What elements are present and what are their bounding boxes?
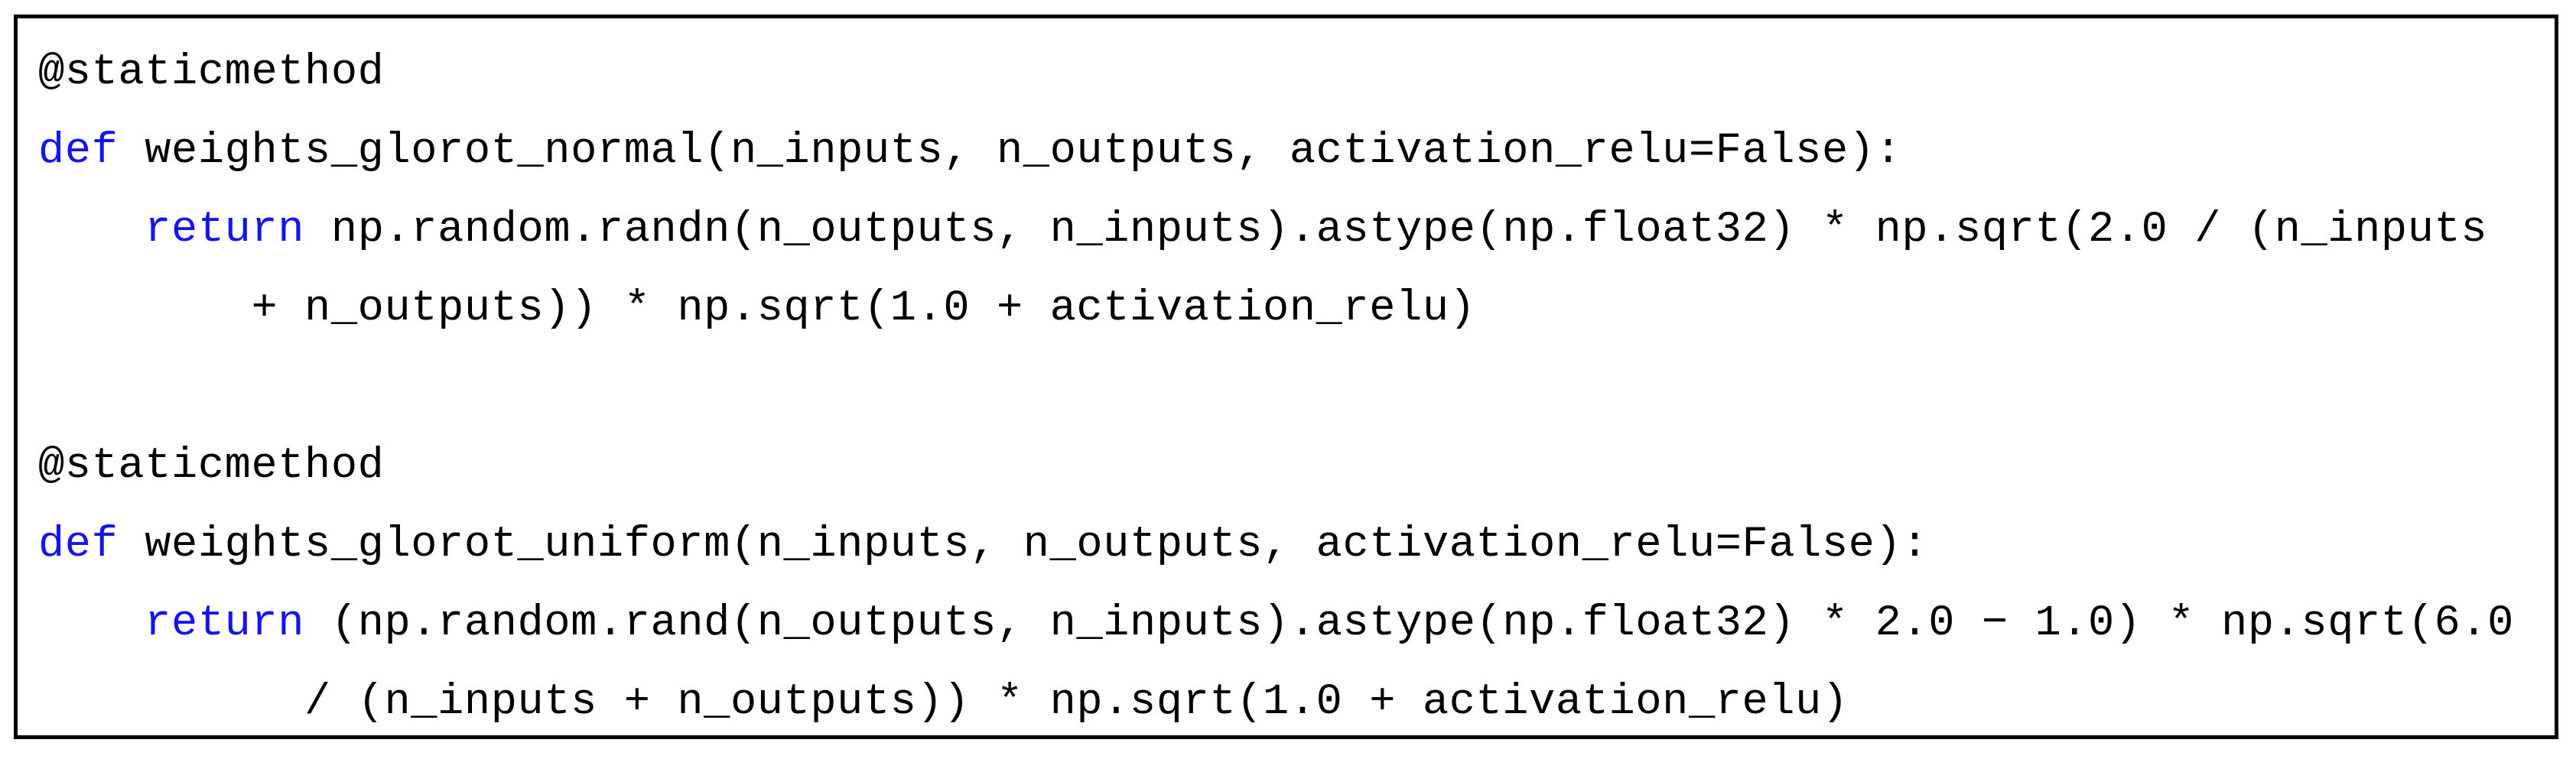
code-keyword: def [38,127,119,176]
code-text: + n_outputs)) * np.sqrt(1.0 + activation… [38,284,1476,333]
code-text: np.random.randn(n_outputs, n_inputs).ast… [304,206,2488,255]
code-keyword: return [145,599,305,648]
code-text: / (n_inputs + n_outputs)) * np.sqrt(1.0 … [38,678,1849,727]
code-listing-frame: @staticmethod def weights_glorot_normal(n… [14,15,2558,739]
code-line [38,349,2547,427]
code-line: return np.random.randn(n_outputs, n_inpu… [38,191,2547,270]
code-block: @staticmethod def weights_glorot_normal(n… [18,18,2555,742]
code-line: def weights_glorot_uniform(n_inputs, n_o… [38,506,2547,585]
code-text [38,206,145,255]
code-text [38,599,145,648]
code-text: weights_glorot_normal(n_inputs, n_output… [118,127,1902,176]
code-line: return (np.random.rand(n_outputs, n_inpu… [38,585,2547,663]
code-text: @staticmethod [38,442,385,491]
code-text: weights_glorot_uniform(n_inputs, n_outpu… [118,521,1929,569]
code-line: + n_outputs)) * np.sqrt(1.0 + activation… [38,270,2547,349]
code-line: def weights_glorot_normal(n_inputs, n_ou… [38,112,2547,191]
code-line: @staticmethod [38,34,2547,112]
code-keyword: def [38,521,119,569]
code-line: / (n_inputs + n_outputs)) * np.sqrt(1.0 … [38,663,2547,742]
code-text: @staticmethod [38,48,385,97]
code-keyword: return [145,206,305,255]
code-line: @staticmethod [38,427,2547,506]
code-text: (np.random.rand(n_outputs, n_inputs).ast… [304,599,2514,648]
